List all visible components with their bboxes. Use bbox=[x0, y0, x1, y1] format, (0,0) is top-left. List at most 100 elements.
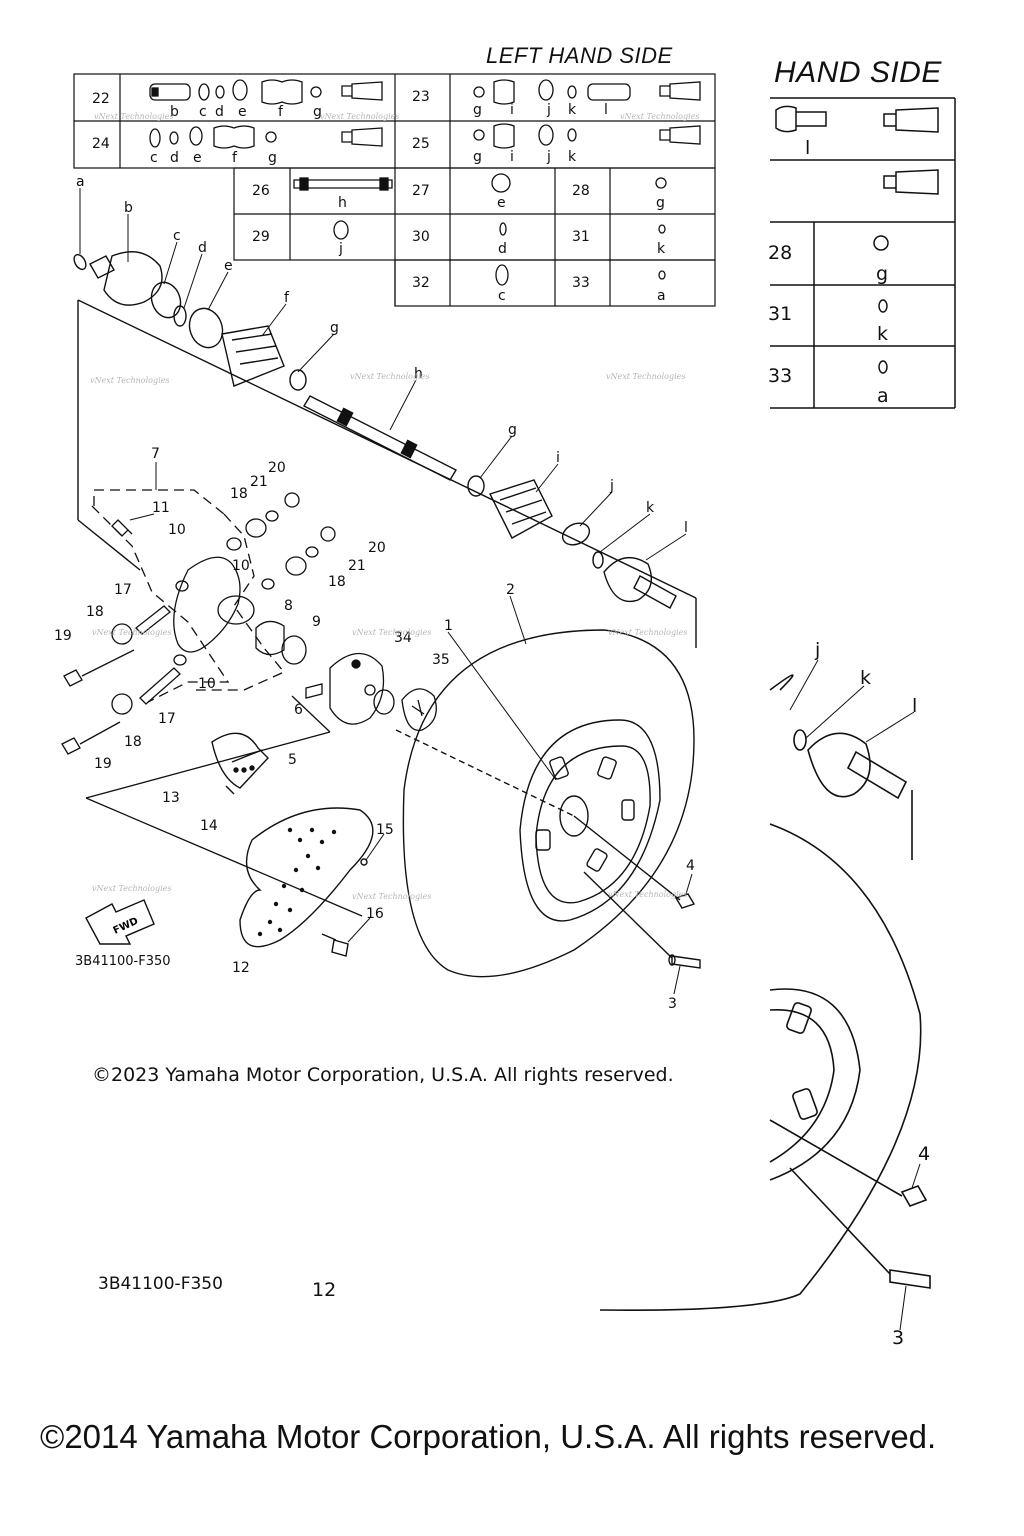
watermark: vNext Technologies bbox=[320, 112, 400, 121]
kit-23-letter: i bbox=[510, 102, 514, 118]
watermark: vNext Technologies bbox=[608, 628, 688, 637]
callout-d: d bbox=[198, 240, 207, 256]
kit-23-letter: k bbox=[568, 102, 577, 118]
zoom-row-33: 33 bbox=[768, 365, 792, 387]
callout-18d: 18 bbox=[124, 734, 142, 750]
zoom-row-33-letter: a bbox=[877, 385, 889, 407]
zoom-table-text: l 28 g 31 k 33 a bbox=[768, 137, 889, 407]
zoom-region-cover bbox=[716, 40, 768, 1050]
zoom-callout-l: l bbox=[912, 695, 917, 717]
callout-12: 12 bbox=[232, 960, 250, 976]
callout-21a: 21 bbox=[250, 474, 268, 490]
kit-22-letter: d bbox=[215, 104, 224, 120]
watermark: vNext Technologies bbox=[352, 628, 432, 637]
callout-4: 4 bbox=[686, 858, 695, 874]
kit-31-letter: k bbox=[657, 241, 666, 257]
watermark: vNext Technologies bbox=[606, 372, 686, 381]
zoom-row-31-letter: k bbox=[877, 323, 888, 345]
wheel-tire bbox=[395, 629, 701, 978]
kit-24-letter: g bbox=[268, 150, 277, 166]
drive-shaft-assembly bbox=[73, 251, 697, 648]
callout-c: c bbox=[173, 228, 181, 244]
zoom-callout-4: 4 bbox=[918, 1143, 930, 1165]
kit-23-letter: j bbox=[546, 102, 551, 118]
callout-34: 34 bbox=[394, 630, 412, 646]
kit-row-24: 24 bbox=[92, 136, 110, 152]
callout-16: 16 bbox=[366, 906, 384, 922]
figure-code: 3B41100-F350 bbox=[75, 954, 171, 969]
callout-35: 35 bbox=[432, 652, 450, 668]
watermark: vNext Technologies bbox=[92, 628, 172, 637]
kit-24-letter: c bbox=[150, 150, 158, 166]
copyright-2014: ©2014 Yamaha Motor Corporation, U.S.A. A… bbox=[40, 1418, 937, 1455]
kit-table-letters: b c d e f g g i j k l c d e f g g i j k … bbox=[150, 102, 666, 304]
zoom-table-frame bbox=[770, 97, 956, 409]
watermark: vNext Technologies bbox=[92, 884, 172, 893]
watermark: vNext Technologies bbox=[620, 112, 700, 121]
section-title: LEFT HAND SIDE bbox=[486, 43, 673, 68]
kit-25-letter: i bbox=[510, 149, 514, 165]
kit-26-letter: h bbox=[338, 195, 347, 211]
figure-code-lower: 3B41100-F350 bbox=[98, 1274, 223, 1294]
kit-30-letter: d bbox=[498, 241, 507, 257]
zoom-callout-3: 3 bbox=[892, 1327, 904, 1349]
kit-row-29: 29 bbox=[252, 229, 270, 245]
watermark: vNext Technologies bbox=[90, 376, 170, 385]
zoom-wheel bbox=[599, 674, 931, 1311]
leader-lines bbox=[79, 188, 921, 1331]
zoom-callout-j: j bbox=[814, 639, 820, 661]
callout-18a: 18 bbox=[230, 486, 248, 502]
callout-2: 2 bbox=[506, 582, 515, 598]
callout-7: 7 bbox=[151, 446, 160, 462]
callout-18b: 18 bbox=[328, 574, 346, 590]
callout-15: 15 bbox=[376, 822, 394, 838]
kit-row-22: 22 bbox=[92, 91, 110, 107]
kit-25-letter: k bbox=[568, 149, 577, 165]
fwd-label: FWD bbox=[112, 916, 140, 937]
callout-g2: g bbox=[508, 422, 517, 438]
kit-row-28: 28 bbox=[572, 183, 590, 199]
kit-23-letter: l bbox=[604, 102, 608, 118]
callout-6: 6 bbox=[294, 702, 303, 718]
callout-letters: a b c d e f g h g i j k l bbox=[76, 174, 688, 536]
kit-22-letter: e bbox=[238, 104, 247, 120]
callout-10a: 10 bbox=[168, 522, 186, 538]
copyright-2023: ©2023 Yamaha Motor Corporation, U.S.A. A… bbox=[92, 1064, 674, 1086]
kit-table-part-sketches bbox=[149, 79, 701, 286]
kit-row-32: 32 bbox=[412, 275, 430, 291]
callout-13: 13 bbox=[162, 790, 180, 806]
kit-33-letter: a bbox=[657, 288, 666, 304]
callout-20b: 20 bbox=[368, 540, 386, 556]
callout-1: 1 bbox=[444, 618, 453, 634]
callout-k: k bbox=[646, 500, 655, 516]
kit-25-letter: g bbox=[473, 149, 482, 165]
callout-g: g bbox=[330, 320, 339, 336]
kit-27-letter: e bbox=[497, 195, 506, 211]
kit-25-letter: j bbox=[546, 149, 551, 165]
callout-21b: 21 bbox=[348, 558, 366, 574]
zoom-l-letter: l bbox=[805, 137, 810, 159]
brake-disc-guard bbox=[85, 732, 374, 957]
kit-row-26: 26 bbox=[252, 183, 270, 199]
callout-11: 11 bbox=[152, 500, 170, 516]
kit-row-23: 23 bbox=[412, 89, 430, 105]
callout-l: l bbox=[684, 520, 688, 536]
callout-17b: 17 bbox=[158, 711, 176, 727]
kit-22-letter: g bbox=[313, 104, 322, 120]
zoom-row-28: 28 bbox=[768, 242, 792, 264]
watermark: vNext Technologies bbox=[608, 890, 688, 899]
callout-10c: 10 bbox=[198, 676, 216, 692]
callout-e: e bbox=[224, 258, 233, 274]
zoom-table-part-sketches bbox=[775, 105, 939, 374]
zoom-row-28-letter: g bbox=[876, 263, 888, 285]
kit-row-25: 25 bbox=[412, 136, 430, 152]
zoom-row-31: 31 bbox=[768, 303, 792, 325]
knuckle-group-7 bbox=[61, 489, 437, 917]
kit-32-letter: c bbox=[498, 288, 506, 304]
kit-29-letter: j bbox=[338, 241, 343, 257]
watermark: vNext Technologies bbox=[350, 372, 430, 381]
kit-row-30: 30 bbox=[412, 229, 430, 245]
watermark: vNext Technologies bbox=[94, 112, 174, 121]
callout-h: h bbox=[414, 366, 423, 382]
